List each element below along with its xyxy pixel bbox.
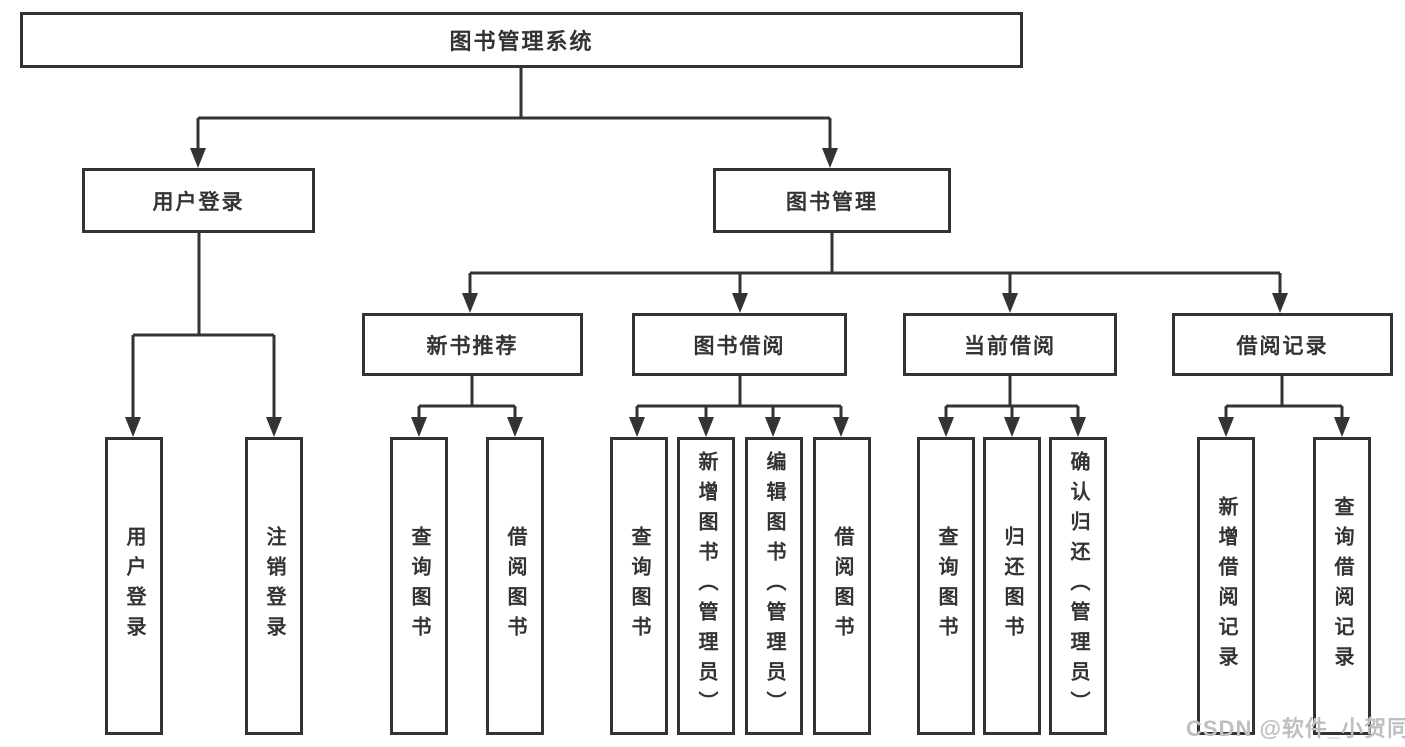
node-label: 用户登录: [123, 526, 145, 646]
node-label: 当前借阅: [964, 334, 1056, 358]
node-label: 用户登录: [152, 190, 245, 214]
node-label: 新书推荐: [426, 334, 519, 358]
node-current-borrow: 当前借阅: [903, 313, 1117, 376]
leaf-add-borrow-record: 新增借阅记录: [1197, 437, 1255, 735]
leaf-logout: 注销登录: [245, 437, 303, 735]
leaf-return-book: 归还图书: [983, 437, 1041, 735]
leaf-confirm-return-admin: 确认归还（管理员）: [1049, 437, 1107, 735]
node-label: 图书管理: [786, 190, 878, 214]
csdn-watermark: CSDN @软件_小贺同学: [1186, 716, 1405, 741]
node-book-management: 图书管理: [713, 168, 951, 233]
node-label: 归还图书: [1001, 526, 1023, 646]
node-label: 注销登录: [263, 526, 285, 646]
leaf-borrow-books-2: 借阅图书: [813, 437, 871, 735]
leaf-query-borrow-record: 查询借阅记录: [1313, 437, 1371, 735]
node-label: 图书管理系统: [449, 29, 594, 54]
node-user-login: 用户登录: [82, 168, 315, 233]
node-label: 查询借阅记录: [1331, 496, 1353, 676]
leaf-query-books-2: 查询图书: [610, 437, 668, 735]
node-label: 借阅图书: [831, 526, 853, 646]
leaf-query-books-1: 查询图书: [390, 437, 448, 735]
node-label: 查询图书: [408, 526, 430, 646]
node-borrow-records: 借阅记录: [1172, 313, 1393, 376]
connector-segments: [131, 68, 1344, 421]
node-label: 图书借阅: [693, 334, 786, 358]
node-label: 新增借阅记录: [1215, 496, 1237, 676]
node-label: 借阅记录: [1236, 334, 1329, 358]
node-book-borrow: 图书借阅: [632, 313, 847, 376]
node-root: 图书管理系统: [20, 12, 1023, 68]
node-label: 新增图书（管理员）: [695, 451, 717, 721]
node-label: 查询图书: [935, 526, 957, 646]
leaf-borrow-books-1: 借阅图书: [486, 437, 544, 735]
leaf-query-books-3: 查询图书: [917, 437, 975, 735]
leaf-edit-book-admin: 编辑图书（管理员）: [745, 437, 803, 735]
node-new-book-recommend: 新书推荐: [362, 313, 583, 376]
node-label: 借阅图书: [504, 526, 526, 646]
leaf-add-book-admin: 新增图书（管理员）: [677, 437, 735, 735]
node-label: 查询图书: [628, 526, 650, 646]
leaf-user-login: 用户登录: [105, 437, 163, 735]
node-label: 确认归还（管理员）: [1067, 451, 1089, 721]
node-label: 编辑图书（管理员）: [763, 451, 785, 721]
